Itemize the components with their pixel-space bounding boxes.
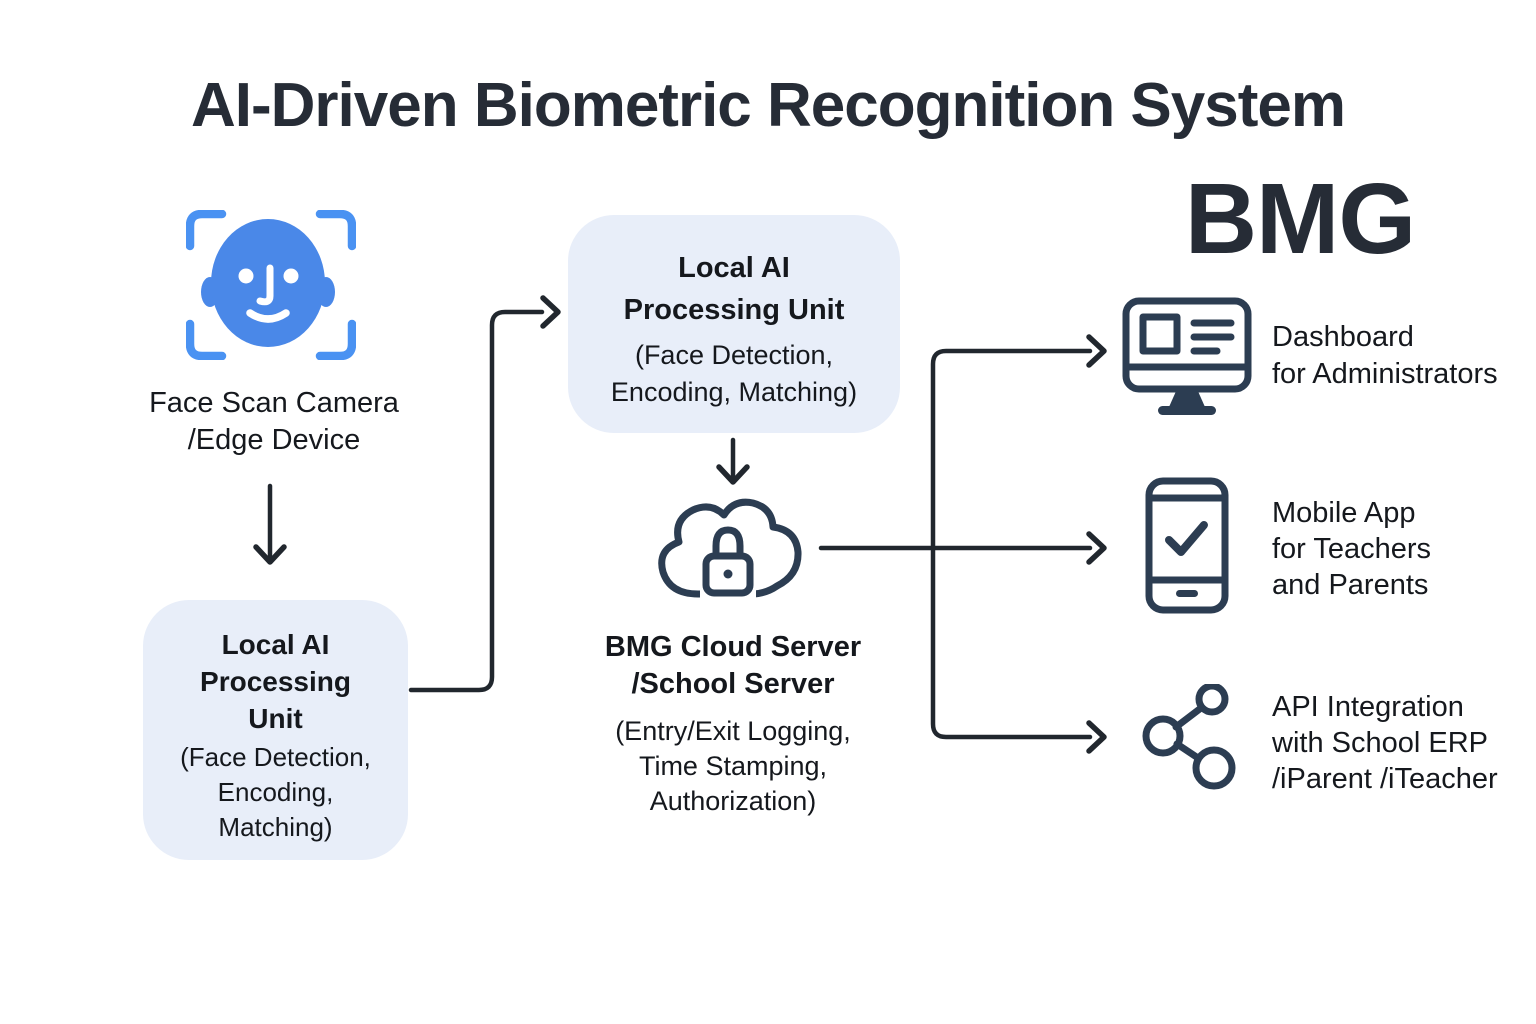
left-box-title-line3: Unit <box>248 703 303 734</box>
arrowhead-down-2 <box>716 464 750 485</box>
node-local-ai-top: Local AI Processing Unit (Face Detection… <box>568 215 900 433</box>
cloud-title-line2: /School Server <box>631 668 835 700</box>
mobile-app-label: Mobile App for Teachers and Parents <box>1272 495 1431 603</box>
left-box-detail-line2: Encoding, <box>217 777 334 807</box>
mobile-label-line1: Mobile App <box>1272 497 1416 529</box>
arrowhead-right-2 <box>1086 531 1107 565</box>
page-title: AI-Driven Biometric Recognition System <box>190 71 1346 140</box>
cloud-detail-line2: Time Stamping, <box>638 751 828 781</box>
arrow-leftbox-to-topbox <box>408 309 545 693</box>
mobile-app-icon <box>1145 477 1229 614</box>
api-integration-label: API Integration with School ERP /iParent… <box>1272 689 1498 797</box>
arrowhead-right-3 <box>1086 334 1107 368</box>
face-scan-label-line1: Face Scan Camera <box>149 387 399 419</box>
cloud-detail-line3: Authorization) <box>649 786 817 816</box>
left-box-title-line1: Local AI <box>221 629 330 660</box>
dashboard-label: Dashboard for Administrators <box>1272 319 1498 393</box>
left-box-title-line2: Processing <box>200 666 351 697</box>
top-box-detail-line1: (Face Detection, <box>634 340 834 370</box>
brand-logo: BMG <box>1184 163 1416 275</box>
dashboard-monitor-icon <box>1122 297 1252 415</box>
dashboard-label-line1: Dashboard <box>1272 321 1414 353</box>
arrow-branch-to-api <box>930 545 1093 740</box>
arrowhead-right-4 <box>1086 720 1107 754</box>
node-local-ai-left: Local AI Processing Unit (Face Detection… <box>143 600 408 860</box>
arrow-branch-to-dashboard <box>930 348 1093 551</box>
mobile-label-line2: for Teachers <box>1272 533 1432 565</box>
face-scan-label-line2: /Edge Device <box>187 424 361 456</box>
dashboard-label-line2: for Administrators <box>1272 358 1498 390</box>
left-box-details: (Face Detection, Encoding, Matching) <box>143 740 408 845</box>
api-label-line1: API Integration <box>1272 691 1464 723</box>
cloud-lock-icon <box>658 498 802 598</box>
cloud-title-line1: BMG Cloud Server <box>604 631 862 663</box>
cloud-server-label: BMG Cloud Server /School Server (Entry/E… <box>543 629 923 819</box>
api-share-icon <box>1142 684 1236 790</box>
top-box-details: (Face Detection, Encoding, Matching) <box>568 337 900 411</box>
arrowhead-down-1 <box>253 544 287 565</box>
left-box-detail-line1: (Face Detection, <box>180 742 371 772</box>
top-box-title-line2: Processing Unit <box>623 294 845 326</box>
face-scan-icon <box>186 210 356 360</box>
top-box-title-line1: Local AI <box>678 252 790 284</box>
top-box-detail-line2: Encoding, Matching) <box>610 377 858 407</box>
arrowhead-right-1 <box>540 295 561 329</box>
api-label-line2: with School ERP <box>1272 727 1488 759</box>
api-label-line3: /iParent /iTeacher <box>1272 763 1498 795</box>
cloud-detail-line1: (Entry/Exit Logging, <box>615 716 851 746</box>
face-scan-label: Face Scan Camera /Edge Device <box>94 385 454 459</box>
cloud-details: (Entry/Exit Logging, Time Stamping, Auth… <box>543 714 923 819</box>
left-box-detail-line3: Matching) <box>218 812 333 842</box>
mobile-label-line3: and Parents <box>1272 569 1429 601</box>
